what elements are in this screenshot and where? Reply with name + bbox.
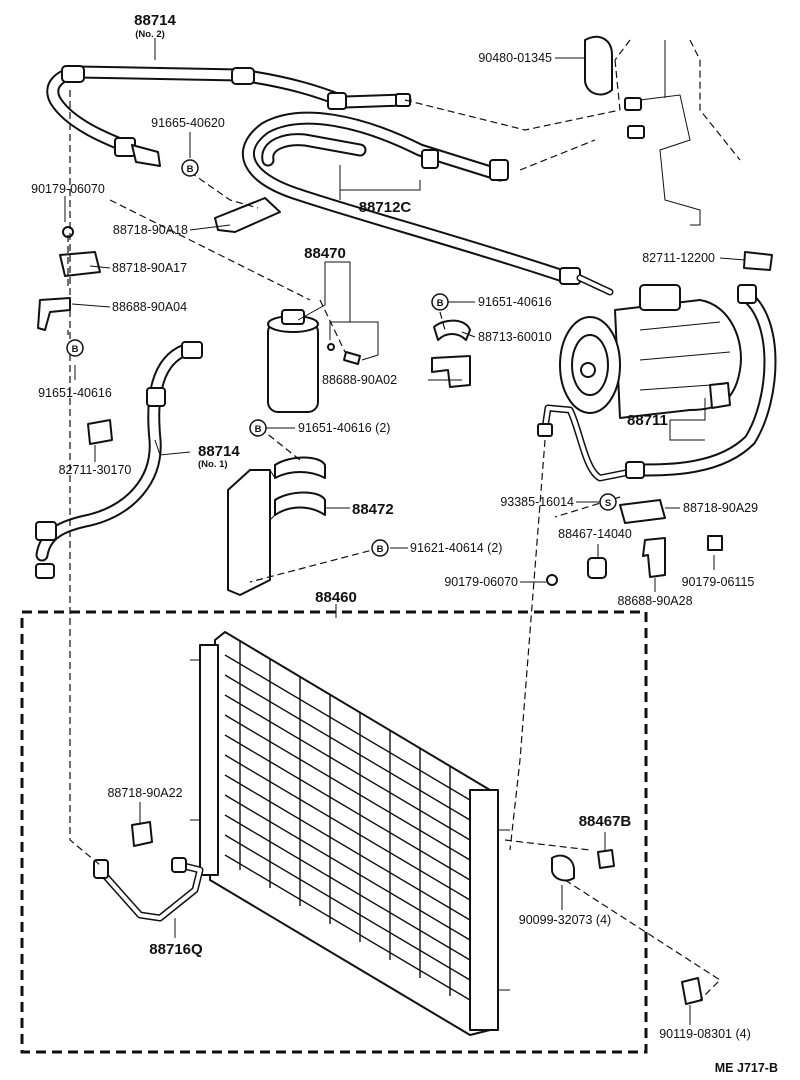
label-90480-01345: 90480-01345 [478,51,552,65]
label-hose-no2-sub: (No. 2) [135,29,165,40]
dashed-guides [20,39,741,1054]
svg-text:B: B [72,344,79,355]
label-88718-90a17: 88718-90A17 [112,261,187,275]
label-91651-40616-a: 91651-40616 [38,386,112,400]
label-88711: 88711 [627,412,668,429]
circle-s-marker: S [599,493,617,511]
label-hose-no1-sub: (No. 1) [198,459,228,470]
label-91621-40614: 91621-40614 (2) [410,541,502,555]
label-88470: 88470 [304,245,346,262]
pipe-88716q [93,821,204,922]
discharge-hose [537,284,777,482]
svg-text:B: B [377,544,384,555]
label-88718-90a22: 88718-90A22 [107,786,182,800]
circle-markers: B B B B B S [66,159,617,557]
condenser-88460 [190,631,510,1036]
label-88688-90a28: 88688-90A28 [617,594,692,608]
label-88467-14040: 88467-14040 [558,527,632,541]
circle-b-marker: B [181,159,199,177]
label-91665-40620: 91665-40620 [151,116,225,130]
svg-text:S: S [605,498,611,509]
label-90179-06070-a: 90179-06070 [31,182,105,196]
label-88718-90a29: 88718-90A29 [683,501,758,515]
label-91651-40616-b: 91651-40616 [478,295,552,309]
label-88688-90a04: 88688-90A04 [112,300,187,314]
receiver-88470 [267,309,361,413]
engine-bracket [614,39,701,226]
label-88712c: 88712C [359,199,412,216]
hose-88712c [242,111,614,296]
label-hose-no2: 88714 [134,12,176,29]
label-90179-06115: 90179-06115 [682,575,755,589]
callout-lines [64,38,746,1025]
label-91651-40616-c: 91651-40616 (2) [298,421,390,435]
label-88472: 88472 [352,501,394,518]
small-clamps-right [431,35,773,586]
svg-text:B: B [255,424,262,435]
label-90179-06070-b: 90179-06070 [444,575,518,589]
circle-b-marker: B [249,419,267,437]
compressor-88711 [559,284,742,419]
footer-code: ME J717-B [715,1061,778,1075]
hose-88714-no1 [35,341,203,579]
label-82711-30170: 82711-30170 [59,463,132,477]
circle-b-marker: B [371,539,389,557]
label-88467b: 88467B [579,813,632,830]
label-88718-90a18: 88718-90A18 [113,223,188,237]
hose-88714-no2 [46,65,412,167]
label-hose-no1: 88714 [198,443,240,460]
bracket-88472 [227,456,326,596]
circle-b-marker: B [431,293,449,311]
label-90119-08301: 90119-08301 (4) [659,1027,751,1041]
svg-text:B: B [187,164,194,175]
label-88713-60010: 88713-60010 [478,330,552,344]
part-labels: 88714 (No. 2) 90480-01345 91665-40620 90… [31,12,778,1075]
label-88716q: 88716Q [149,941,203,958]
label-88460: 88460 [315,589,357,606]
label-82711-12200: 82711-12200 [642,251,715,265]
circle-b-marker: B [66,339,84,357]
mount-parts [551,849,703,1005]
label-90099-32073: 90099-32073 (4) [519,913,611,927]
label-93385-16014: 93385-16014 [500,495,574,509]
label-88688-90a02: 88688-90A02 [322,373,397,387]
svg-text:B: B [437,298,444,309]
